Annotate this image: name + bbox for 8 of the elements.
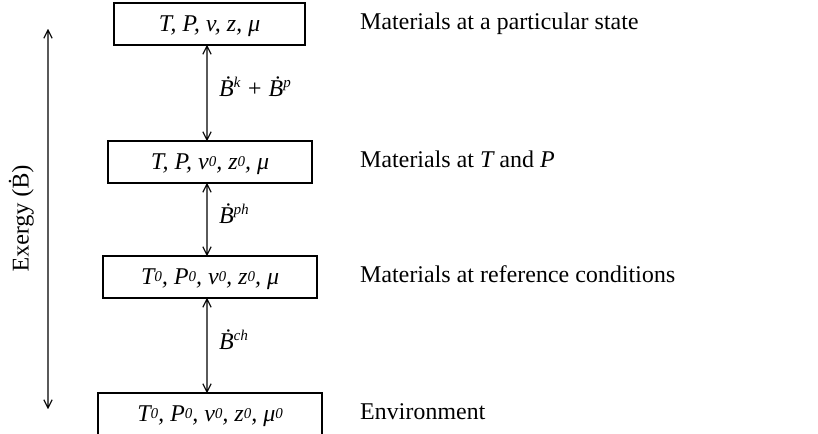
state-description: Materials at a particular state — [360, 9, 639, 36]
double-arrow — [202, 298, 212, 393]
double-arrow — [202, 183, 212, 256]
state-description: Materials at T and P — [360, 147, 555, 174]
double-arrow — [202, 45, 212, 141]
state-box: T, P, v, z, μ — [113, 2, 306, 46]
state-description: Environment — [360, 399, 486, 426]
state-description: Materials at reference conditions — [360, 262, 676, 289]
